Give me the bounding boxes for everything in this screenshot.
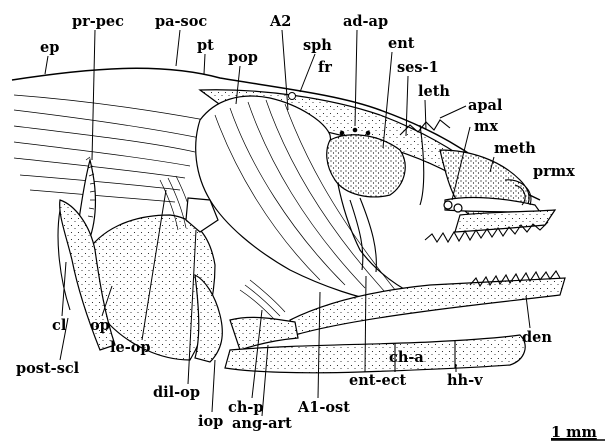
label-ad-ap: ad-ap: [343, 13, 388, 30]
label-hh-v: hh-v: [447, 372, 483, 389]
label-op: op: [90, 317, 110, 334]
label-pa-soc: pa-soc: [155, 13, 207, 30]
label-ang-art: ang-art: [232, 415, 292, 432]
label-pop: pop: [228, 49, 258, 66]
mx-joint-2: [454, 204, 462, 212]
label-ch-a: ch-a: [389, 349, 424, 366]
label-ent-ect: ent-ect: [349, 372, 407, 389]
label-a1-ost: A1-ost: [297, 399, 350, 416]
interopercle: [195, 275, 222, 362]
label-pr-pec: pr-pec: [72, 13, 124, 30]
ad-ap-dot-2: [353, 128, 358, 133]
ad-ap-dot-1: [340, 131, 345, 136]
leader-sph: [300, 54, 315, 92]
angulo-articular: [230, 317, 298, 350]
label-cl: cl: [52, 317, 67, 334]
label-apal: apal: [468, 97, 503, 114]
ad-ap-dot-3: [366, 131, 371, 136]
label-ses-1: ses-1: [397, 59, 439, 76]
leader-ep: [45, 56, 48, 74]
mx-joint-1: [444, 201, 452, 209]
label-ch-p: ch-p: [228, 399, 264, 416]
label-ep: ep: [40, 39, 59, 56]
sph-foramen: [289, 93, 296, 100]
leader-pr-pec: [92, 30, 95, 160]
leader-iop: [212, 360, 215, 412]
label-mx: mx: [474, 118, 498, 135]
leader-pa-soc: [176, 30, 180, 66]
label-meth: meth: [494, 140, 536, 157]
label-prmx: prmx: [533, 163, 575, 180]
label-iop: iop: [198, 413, 223, 430]
leader-apal: [440, 106, 466, 118]
label-leth: leth: [418, 83, 450, 100]
label-post-scl: post-scl: [16, 360, 80, 377]
epiotic-fibres: [14, 95, 205, 202]
label-den: den: [522, 329, 552, 346]
leader-leth: [425, 100, 426, 130]
label-le-op: le-op: [110, 339, 151, 356]
leader-den: [526, 296, 530, 328]
label-sph: sph: [303, 37, 332, 54]
ch-p-fibres: [240, 280, 285, 320]
scale-bar-label: 1 mm: [551, 424, 597, 441]
label-dil-op: dil-op: [153, 384, 200, 401]
label-fr: fr: [318, 59, 332, 76]
label-pt: pt: [197, 37, 214, 54]
label-a2: A2: [269, 13, 291, 30]
leader-pt: [204, 54, 205, 74]
label-ent: ent: [388, 35, 415, 52]
leader-cl: [62, 262, 66, 316]
